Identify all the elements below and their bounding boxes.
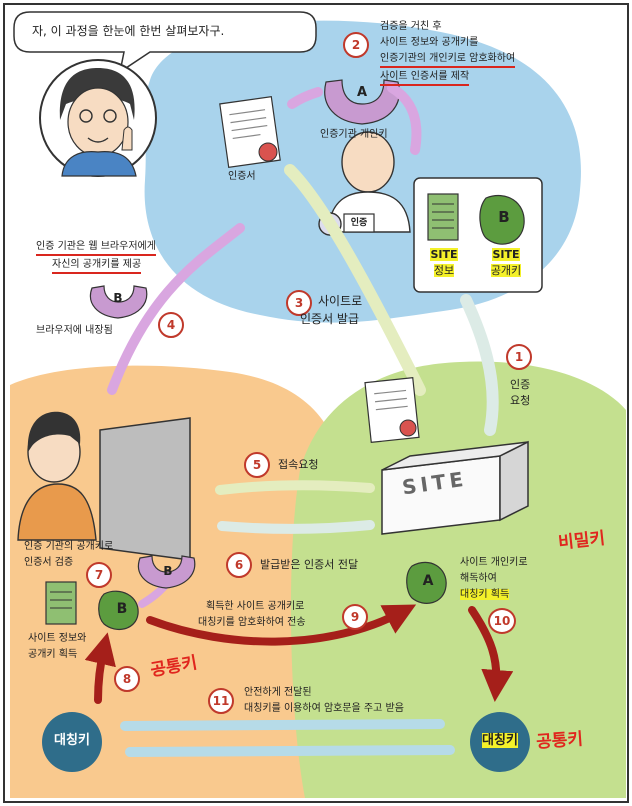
- site-server-sign: SITE: [400, 466, 469, 500]
- browser-note-line-2: 자신의 공개키를 제공: [52, 258, 142, 274]
- arrow-step5-connect: [215, 480, 375, 495]
- step-7-line-1: 인증 기관의 공개키로: [24, 541, 114, 552]
- arrow-step4-provide: [107, 223, 245, 395]
- browser-key-letter: B: [113, 291, 123, 305]
- browser-note-line-1: 인증 기관은 웹 브라우저에게: [36, 240, 156, 256]
- arrow-to-certificate: [287, 87, 323, 109]
- step-6-badge: 6: [226, 552, 252, 578]
- ca-private-key-label: 인증기관 개인키: [320, 129, 388, 140]
- server-symmetric-key-label: 대칭키: [482, 733, 518, 748]
- step-10-line-1: 사이트 개인키로: [460, 557, 528, 568]
- step-5-badge: 5: [244, 452, 270, 478]
- certificate-label: 인증서: [228, 171, 256, 182]
- step-4-badge: 4: [158, 312, 184, 338]
- ca-private-key-letter: A: [356, 85, 368, 100]
- narrator-raised-finger: [121, 126, 133, 151]
- step-1-badge: 1: [506, 344, 532, 370]
- arrow-step3-issue: [284, 164, 426, 396]
- step-10-badge: 10: [488, 608, 516, 634]
- panel-border: [3, 3, 629, 803]
- site-server-side: [499, 440, 529, 522]
- client-symmetric-key-circle: [42, 712, 102, 772]
- certificate-seal: [258, 142, 278, 162]
- narrator-face: [67, 87, 129, 157]
- arrow-to-private-key: [387, 83, 422, 155]
- handwritten-private-key-note: 비밀키: [557, 528, 607, 554]
- step-2-line-2: 사이트 정보와 공개키를: [380, 37, 479, 48]
- step-9-badge: 9: [342, 604, 368, 630]
- step-10-line-2: 해독하여: [460, 573, 497, 584]
- client-site-info-document: [45, 581, 77, 625]
- client-user-shirt: [17, 483, 97, 541]
- site-public-key-shape: [479, 194, 525, 245]
- browser-ca-public-key-shape: [89, 285, 148, 319]
- client-ca-key-letter: B: [163, 564, 173, 578]
- step-1-line-1: 인증: [510, 378, 531, 391]
- step-5-label: 접속요청: [278, 458, 319, 471]
- client-ca-public-key-shape: [137, 555, 196, 589]
- step-11-line-1: 안전하게 전달된: [244, 687, 312, 698]
- arrow-step9-send-key: [146, 604, 417, 646]
- server-zone: [290, 361, 626, 798]
- step-10-line-3: 대칭키 획득: [460, 589, 510, 600]
- site-public-key-letter: B: [498, 208, 510, 226]
- arrow-step1-request: [460, 294, 499, 436]
- step-9-line-2: 대칭키를 암호화하여 전송: [198, 617, 306, 628]
- narrator-shirt: [61, 151, 137, 177]
- site-info-label-line-1: SITE: [430, 248, 458, 261]
- client-site-key-letter: B: [116, 601, 128, 617]
- server-private-key-letter: A: [422, 573, 434, 589]
- step-6-label: 발급받은 인증서 전달: [260, 558, 359, 571]
- speech-bubble: [13, 11, 317, 74]
- step-8-badge: 8: [114, 666, 140, 692]
- step-3-line-1: 사이트로: [318, 294, 363, 308]
- arrow-step6-deliver: [217, 520, 375, 534]
- client-user-hair: [27, 411, 81, 452]
- step-2-line-4: 사이트 인증서를 제작: [380, 70, 470, 86]
- ca-private-key-shape: [324, 79, 400, 125]
- step-7-line-2: 인증서 검증: [24, 557, 74, 568]
- step-7-badge: 7: [86, 562, 112, 588]
- arrow-step11-left: [120, 719, 445, 731]
- client-site-info-line-2: 공개키 획득: [28, 649, 78, 660]
- arrow-step10-decrypt: [468, 606, 514, 702]
- client-site-info-line-1: 사이트 정보와: [28, 633, 87, 644]
- arrow-step8-acquire: [84, 632, 116, 704]
- step-2-line-1: 검증을 거친 후: [380, 21, 442, 32]
- handwritten-shared-key-note-right: 공통키: [535, 729, 584, 753]
- browser-note-line-3: 브라우저에 내장됨: [36, 325, 113, 336]
- step-2-badge: 2: [343, 32, 369, 58]
- step-1-line-2: 요청: [510, 394, 531, 407]
- step-2-line-3: 인증기관의 개인키로 암호화하여: [380, 52, 516, 68]
- step-9-line-1: 획득한 사이트 공개키로: [206, 601, 305, 612]
- step-3-badge: 3: [286, 290, 312, 316]
- site-public-key-label-line-2: 공개키: [490, 264, 522, 277]
- site-info-label-line-2: 정보: [433, 264, 455, 277]
- speech-bubble-text: 자, 이 과정을 한눈에 한번 살펴보자구.: [32, 24, 225, 38]
- client-monitor: [99, 417, 191, 561]
- arrow-step11-right: [125, 745, 455, 757]
- step-3-line-2: 인증서 발급: [300, 312, 360, 326]
- site-public-key-label-line-1: SITE: [492, 248, 520, 261]
- site-info-document: [427, 193, 459, 241]
- client-symmetric-key-label: 대칭키: [54, 733, 90, 748]
- client-site-public-key-shape: [98, 590, 139, 631]
- step-11-badge: 11: [208, 688, 234, 714]
- stamp-text: 인증: [350, 218, 368, 228]
- server-private-key-shape: [406, 561, 447, 604]
- stamp-document: [343, 213, 375, 233]
- step-11-line-2: 대칭키를 이용하여 암호문을 주고 받음: [244, 703, 404, 714]
